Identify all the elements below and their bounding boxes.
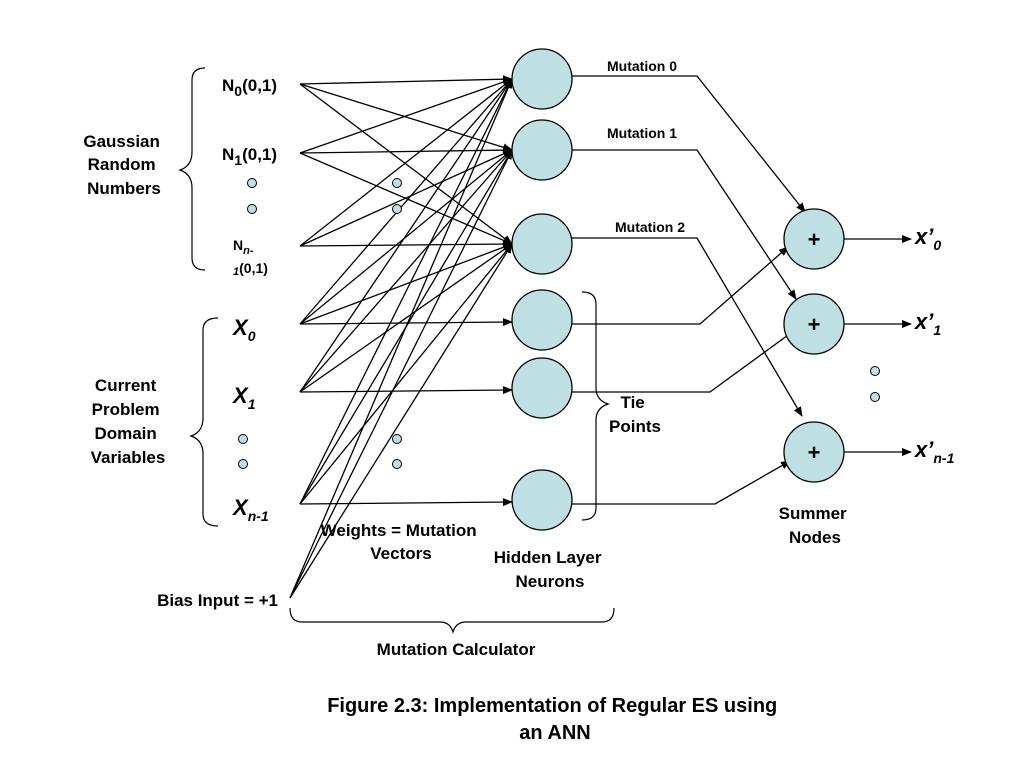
mutation-calculator-brace — [289, 607, 615, 635]
hidden-neuron-0 — [511, 289, 573, 351]
mutation-neuron-2 — [511, 213, 573, 275]
hidden-layer-label: Hidden Layer Neurons — [494, 548, 606, 591]
output-xn: x’n-1 — [914, 437, 955, 466]
summer-nodes-label: Summer Nodes — [779, 504, 852, 547]
hidden-neuron-n — [511, 469, 573, 531]
summer-plus-n: + — [808, 440, 821, 465]
current-brace — [189, 317, 219, 527]
hidden-neuron-1 — [511, 357, 573, 419]
current-group-label: Current Problem Domain Variables — [91, 376, 166, 467]
mutation-label-2: Mutation 2 — [615, 219, 685, 235]
input-xn: Xn-1 — [231, 495, 269, 524]
mutation-to-summer-edges — [572, 75, 806, 417]
input-x1: X1 — [231, 383, 256, 412]
bias-edges — [289, 78, 513, 599]
summer-node-0 — [783, 208, 845, 270]
gaussian-group-label: Gaussian Random Numbers — [83, 132, 164, 198]
summer-node-n — [783, 421, 845, 483]
mutation-calculator-label: Mutation Calculator — [377, 640, 536, 659]
mutation-label-0: Mutation 0 — [607, 58, 677, 74]
input-x0: X0 — [231, 315, 256, 344]
variable-edges — [299, 78, 513, 507]
input-nn-line1: Nn- — [233, 237, 254, 257]
input-nn-line2: 1(0,1) — [233, 260, 268, 278]
gaussian-edges — [299, 75, 513, 249]
weights-label: Weights = Mutation Vectors — [321, 521, 482, 563]
tie-points-label: Tie Points — [609, 393, 661, 436]
input-n1: N1(0,1) — [222, 145, 277, 168]
summer-plus-1: + — [808, 312, 821, 337]
bias-input-label: Bias Input = +1 — [157, 591, 278, 610]
summer-plus-0: + — [808, 227, 821, 252]
input-n0: N0(0,1) — [222, 76, 277, 99]
mutation-neuron-0 — [511, 48, 573, 110]
continuation-dots — [238, 178, 880, 469]
hidden-to-summer-edges — [572, 246, 796, 505]
summer-node-1 — [783, 293, 845, 355]
output-x1: x’1 — [914, 309, 941, 338]
output-x0: x’0 — [914, 224, 941, 253]
output-edges — [844, 235, 912, 456]
tie-points-brace — [581, 291, 610, 521]
mutation-label-1: Mutation 1 — [607, 125, 677, 141]
figure-caption: Figure 2.3: Implementation of Regular ES… — [327, 695, 783, 744]
mutation-neuron-1 — [511, 119, 573, 181]
gaussian-brace — [178, 67, 206, 271]
